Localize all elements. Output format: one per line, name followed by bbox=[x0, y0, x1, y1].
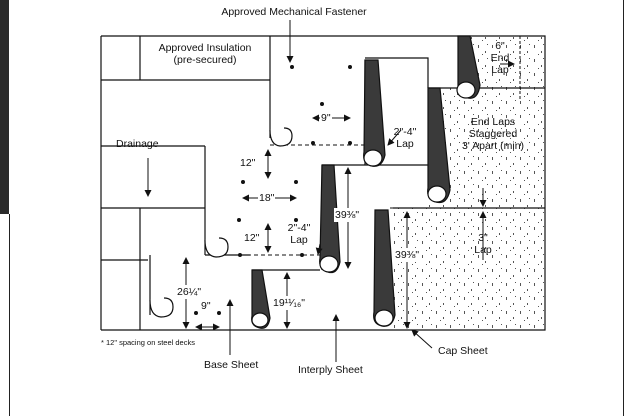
dim-39-left-label: 39⅜" bbox=[334, 208, 361, 223]
staggered-line-1: End Laps bbox=[470, 116, 516, 128]
fasteners bbox=[194, 65, 352, 315]
insulation-label-line-2: (pre-secured) bbox=[173, 54, 237, 67]
leaders bbox=[144, 20, 515, 362]
drainage-label: Drainage bbox=[116, 138, 159, 150]
roll-cap-mid-end bbox=[427, 185, 447, 203]
interply-sheet-label: Interply Sheet bbox=[298, 364, 363, 376]
dim-9-top-label: 9" bbox=[320, 112, 332, 125]
right-edge-line bbox=[623, 0, 624, 416]
fastener-dot bbox=[348, 65, 352, 69]
base-rolls bbox=[149, 127, 293, 318]
dim-18-label: 18" bbox=[258, 192, 276, 205]
base-roll-mid bbox=[204, 237, 229, 258]
fastener-dot bbox=[294, 180, 298, 184]
cap-sheet-top-speckle bbox=[470, 36, 545, 100]
end-lap-line-2: End bbox=[490, 52, 510, 65]
base-roll-low bbox=[149, 297, 174, 318]
base-roll-top bbox=[269, 127, 293, 147]
roll-ends bbox=[251, 35, 481, 329]
cap-sheet-leader bbox=[411, 329, 433, 349]
roll-interply-mid-end bbox=[319, 255, 339, 273]
left-edge-bar bbox=[0, 0, 9, 214]
left-edge-line bbox=[9, 214, 10, 416]
dim-26-label: 26¼" bbox=[176, 285, 203, 300]
lap-cap-line-1: 3" bbox=[478, 232, 488, 244]
end-lap-label: 6" End Lap bbox=[484, 40, 516, 76]
upper-lap-leader bbox=[387, 129, 402, 146]
roll-interply-top-end bbox=[363, 149, 383, 167]
dim-39-right-label: 39⅜" bbox=[394, 248, 421, 263]
footnote: * 12" spacing on steel decks bbox=[101, 338, 195, 347]
fastener-dot bbox=[194, 311, 198, 315]
end-lap-line-1: 6" bbox=[495, 40, 505, 52]
lap-upper-line-2: Lap bbox=[396, 138, 414, 151]
fastener-label: Approved Mechanical Fastener bbox=[221, 6, 367, 18]
cap-sheet-label: Cap Sheet bbox=[438, 345, 488, 357]
dim-19-label: 19¹¹⁄₁₆" bbox=[272, 296, 306, 311]
staggered-line-3: 3' Apart (min) bbox=[461, 140, 525, 153]
roll-interply-low-end bbox=[251, 312, 269, 328]
fastener-dot bbox=[290, 65, 294, 69]
base-sheet-label: Base Sheet bbox=[204, 359, 259, 371]
insulation-label: Approved Insulation (pre-secured) bbox=[142, 42, 268, 66]
lap-mid-line-2: Lap bbox=[290, 234, 308, 247]
fastener-dot bbox=[300, 253, 304, 257]
fastener-dot bbox=[348, 141, 352, 145]
end-lap-line-3: Lap bbox=[491, 64, 509, 77]
staggered-label: End Laps Staggered 3' Apart (min) bbox=[448, 116, 538, 152]
fastener-dot bbox=[237, 218, 241, 222]
mid-lap-leader bbox=[315, 243, 323, 255]
dim-12-upper-label: 12" bbox=[240, 157, 256, 169]
lap-upper-label: 2"-4" Lap bbox=[388, 126, 422, 150]
lap-mid-line-1: 2"-4" bbox=[287, 222, 311, 234]
roll-cap-low-end bbox=[374, 309, 394, 327]
fastener-dot bbox=[311, 141, 315, 145]
fastener-dot bbox=[294, 218, 298, 222]
lap-upper-line-1: 2"-4" bbox=[393, 126, 417, 138]
fastener-dot bbox=[241, 180, 245, 184]
dim-12-lower-label: 12" bbox=[244, 232, 260, 244]
insulation-label-line-1: Approved Insulation bbox=[158, 42, 252, 54]
dim-9-bottom-label: 9" bbox=[201, 300, 211, 312]
lap-cap-label: 3" Lap bbox=[468, 232, 498, 256]
roll-cap-top-end bbox=[456, 81, 476, 99]
staggered-line-2: Staggered bbox=[468, 128, 518, 141]
fastener-dot bbox=[320, 102, 324, 106]
interply-top-edge bbox=[365, 57, 429, 88]
lap-cap-line-2: Lap bbox=[474, 244, 492, 257]
lap-mid-label: 2"-4" Lap bbox=[282, 222, 316, 246]
fastener-dot bbox=[238, 253, 242, 257]
deck-outline bbox=[100, 35, 546, 331]
fastener-dot bbox=[217, 311, 221, 315]
